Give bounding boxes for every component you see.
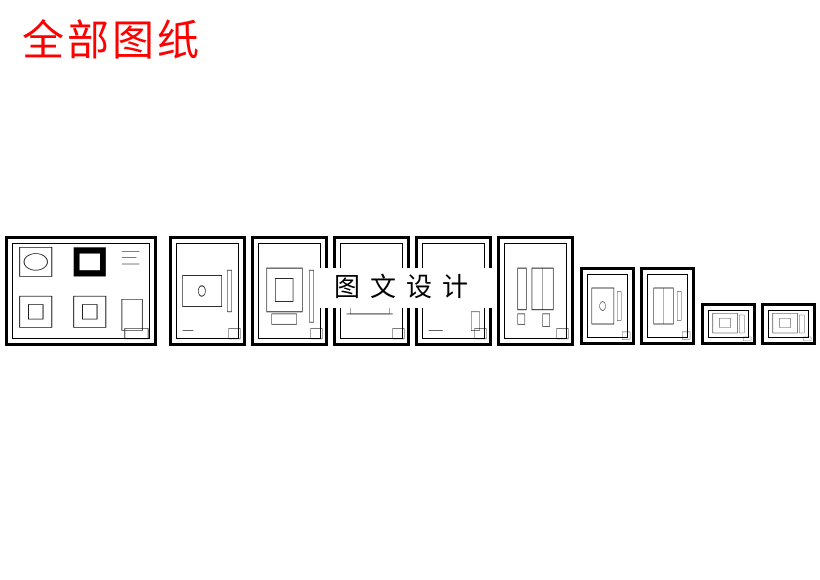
sheet-drawing — [182, 269, 241, 340]
sheet-border — [587, 274, 628, 338]
sheet-border — [768, 310, 809, 338]
drawing-sheet-10[interactable] — [761, 303, 816, 345]
sheet-border — [647, 274, 688, 338]
sheet-drawing — [772, 313, 812, 341]
sheet-border — [708, 310, 749, 338]
sheet-drawing — [712, 313, 752, 341]
sheet-drawing — [517, 267, 569, 340]
drawing-sheet-8[interactable] — [640, 267, 695, 345]
sheet-drawing — [19, 247, 149, 340]
page-title: 全部图纸 — [22, 16, 203, 65]
sheet-border — [176, 243, 239, 339]
drawing-sheet-1[interactable] — [5, 236, 157, 346]
sheet-drawing — [653, 287, 691, 340]
sheet-border — [12, 243, 150, 339]
drawing-sheet-7[interactable] — [580, 267, 635, 345]
drawing-sheet-6[interactable] — [497, 236, 574, 346]
sheet-drawing — [266, 267, 323, 340]
sheet-drawing — [428, 311, 487, 340]
drawing-sheet-2[interactable] — [169, 236, 246, 346]
sheet-drawing — [591, 287, 631, 340]
drawing-sheet-9[interactable] — [701, 303, 756, 345]
drawing-sheet-3[interactable] — [251, 236, 328, 346]
watermark-label: 图文设计 — [318, 268, 494, 308]
sheet-border — [504, 243, 567, 339]
